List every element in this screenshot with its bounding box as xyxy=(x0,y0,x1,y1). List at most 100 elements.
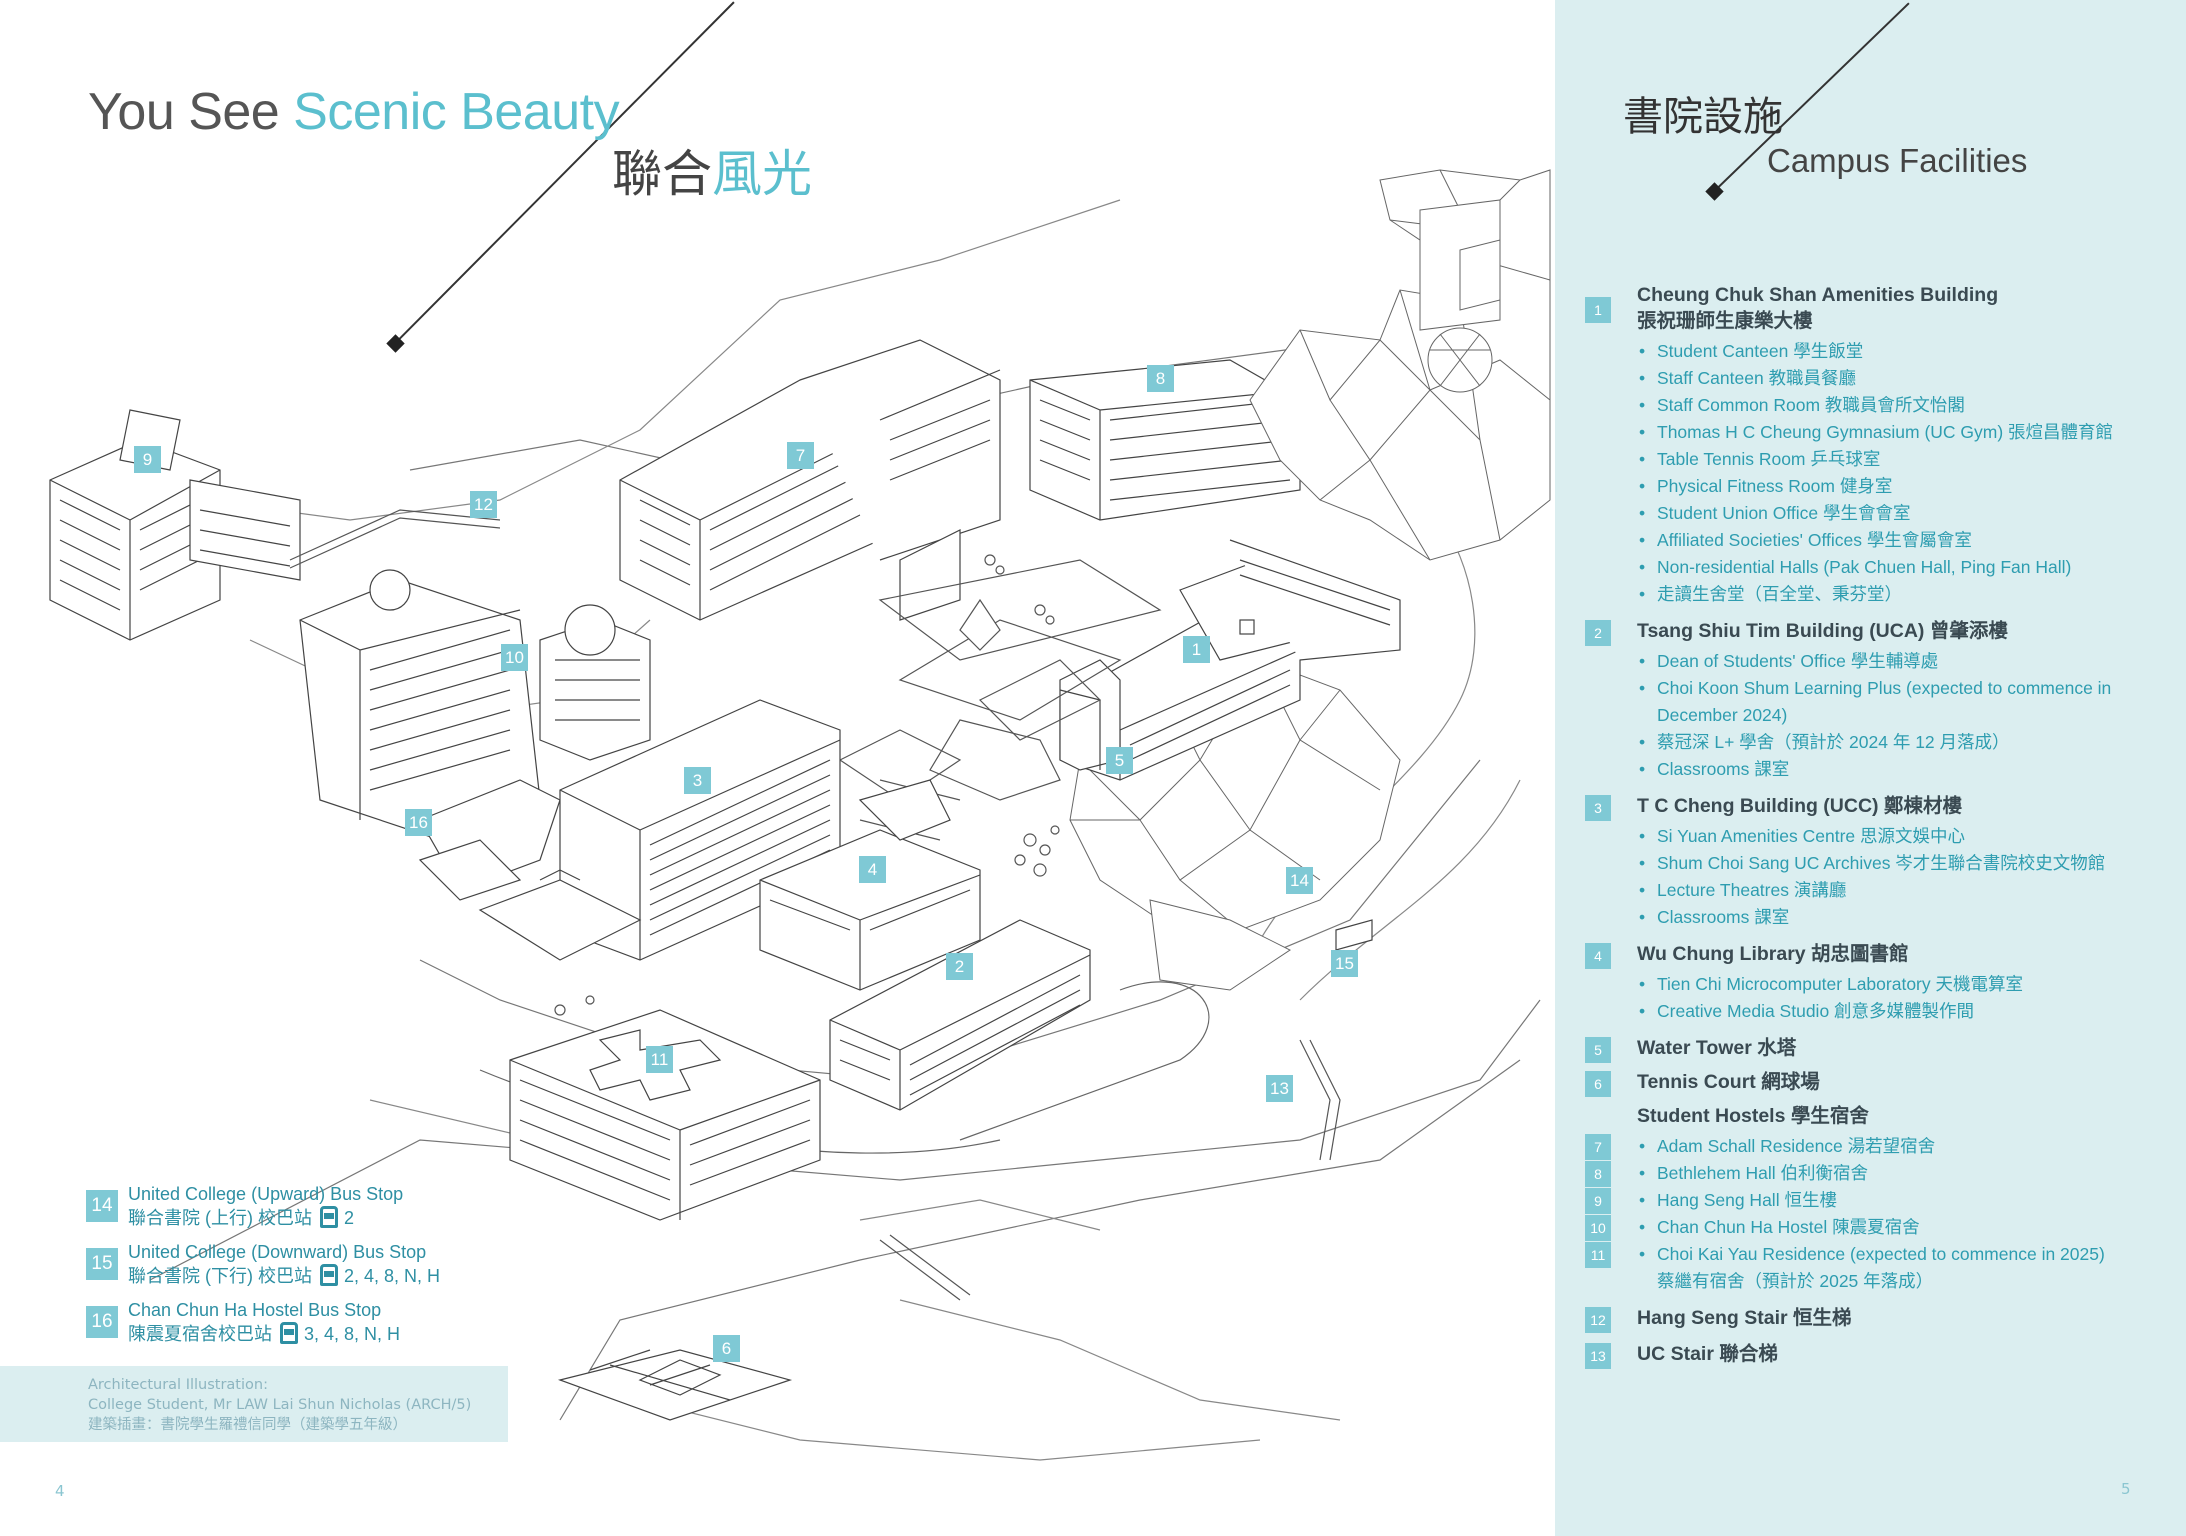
panel-title-zh: 書院設施 xyxy=(1623,94,1783,140)
bus-stop-badge: 14 xyxy=(86,1190,118,1222)
bus-stop-legend-15: 15 United College (Downward) Bus Stop 聯合… xyxy=(86,1240,440,1288)
title-en-prefix: You See xyxy=(88,83,294,141)
facility-item: Thomas H C Cheung Gymnasium (UC Gym) 張煊昌… xyxy=(1637,419,2175,446)
stair-title: UC Stair 聯合梯 xyxy=(1637,1343,1778,1365)
map-marker-9[interactable]: 9 xyxy=(134,446,161,473)
hostel-label: Chan Chun Ha Hostel 陳震夏宿舍 xyxy=(1657,1217,1920,1237)
facility-3: 3 T C Cheng Building (UCC) 鄭棟材樓 Si Yuan … xyxy=(1585,793,2175,931)
facility-item: Creative Media Studio 創意多媒體製作間 xyxy=(1637,998,2175,1025)
hostel-item-10: 10 Chan Chun Ha Hostel 陳震夏宿舍 xyxy=(1585,1214,2175,1241)
credit-line-3: 建築插畫：書院學生羅禮信同學（建築學五年級） xyxy=(88,1417,407,1433)
stair-title: Hang Seng Stair 恒生梯 xyxy=(1637,1307,1852,1329)
credit-line-2: College Student, Mr LAW Lai Shun Nichola… xyxy=(88,1397,472,1413)
map-marker-7[interactable]: 7 xyxy=(787,442,814,469)
hostel-badge: 10 xyxy=(1585,1215,1611,1241)
facility-item-continued: 走讀生舍堂（百全堂、秉芬堂） xyxy=(1637,581,2175,608)
facility-badge: 6 xyxy=(1585,1071,1611,1097)
hostel-badge: 9 xyxy=(1585,1188,1611,1214)
facility-6: 6 Tennis Court 網球場 xyxy=(1585,1069,2175,1097)
map-marker-4[interactable]: 4 xyxy=(859,856,886,883)
bus-stop-name-en: Chan Chun Ha Hostel Bus Stop xyxy=(128,1300,382,1320)
facility-item: Physical Fitness Room 健身室 xyxy=(1637,473,2175,500)
stair-badge: 12 xyxy=(1585,1307,1611,1333)
map-marker-14[interactable]: 14 xyxy=(1286,867,1313,894)
hostels-title: Student Hostels 學生宿舍 xyxy=(1637,1105,1869,1127)
bus-routes: 2, 4, 8, N, H xyxy=(344,1266,441,1286)
hostel-badge: 8 xyxy=(1585,1161,1611,1187)
bus-stop-name-zh: 聯合書院 (上行) 校巴站 xyxy=(128,1208,312,1228)
hostel-label: Bethlehem Hall 伯利衡宿舍 xyxy=(1657,1163,1869,1183)
map-marker-6[interactable]: 6 xyxy=(713,1335,740,1362)
map-marker-1[interactable]: 1 xyxy=(1183,636,1210,663)
facility-2: 2 Tsang Shiu Tim Building (UCA) 曾肇添樓 Dea… xyxy=(1585,618,2175,783)
title-en-accent: Scenic Beauty xyxy=(293,83,620,141)
title-zh-prefix: 聯合 xyxy=(612,145,712,203)
facility-items: Student Canteen 學生飯堂 Staff Canteen 教職員餐廳… xyxy=(1637,338,2175,608)
map-marker-12[interactable]: 12 xyxy=(470,491,497,518)
bus-routes: 3, 4, 8, N, H xyxy=(304,1324,401,1344)
stair-13: 13 UC Stair 聯合梯 xyxy=(1585,1341,2175,1369)
facility-item: Shum Choi Sang UC Archives 岑才生聯合書院校史文物館 xyxy=(1637,850,2175,877)
facility-item: Student Union Office 學生會會室 xyxy=(1637,500,2175,527)
hostel-item-8: 8 Bethlehem Hall 伯利衡宿舍 xyxy=(1585,1160,2175,1187)
facility-item: Student Canteen 學生飯堂 xyxy=(1637,338,2175,365)
facility-title-zh: 張祝珊師生康樂大樓 xyxy=(1637,310,1813,332)
facility-item: Non-residential Halls (Pak Chuen Hall, P… xyxy=(1637,554,2175,581)
map-marker-10[interactable]: 10 xyxy=(501,644,528,671)
facilities-list: 1 Cheung Chuk Shan Amenities Building 張祝… xyxy=(1585,282,2175,1369)
title-zh-accent: 風光 xyxy=(712,145,812,203)
campus-map-illustration xyxy=(49,169,1551,1461)
bus-icon xyxy=(280,1322,298,1344)
map-marker-2[interactable]: 2 xyxy=(946,953,973,980)
map-marker-11[interactable]: 11 xyxy=(646,1046,673,1073)
bus-stop-badge: 16 xyxy=(86,1306,118,1338)
facility-item: Tien Chi Microcomputer Laboratory 天機電算室 xyxy=(1637,971,2175,998)
bus-stop-legend-16: 16 Chan Chun Ha Hostel Bus Stop 陳震夏宿舍校巴站… xyxy=(86,1298,400,1346)
stair-badge: 13 xyxy=(1585,1343,1611,1369)
map-marker-5[interactable]: 5 xyxy=(1106,747,1133,774)
map-marker-8[interactable]: 8 xyxy=(1147,365,1174,392)
bus-stop-name-zh: 陳震夏宿舍校巴站 xyxy=(128,1324,272,1344)
facility-4: 4 Wu Chung Library 胡忠圖書館 Tien Chi Microc… xyxy=(1585,941,2175,1025)
bus-stop-legend-14: 14 United College (Upward) Bus Stop 聯合書院… xyxy=(86,1182,403,1230)
facility-badge: 5 xyxy=(1585,1037,1611,1063)
facility-item: Si Yuan Amenities Centre 思源文娛中心 xyxy=(1637,823,2175,850)
hostel-badge: 11 xyxy=(1585,1242,1611,1268)
hostel-label: Hang Seng Hall 恒生樓 xyxy=(1657,1190,1837,1210)
page-number-left: 4 xyxy=(55,1482,65,1500)
map-marker-3[interactable]: 3 xyxy=(684,767,711,794)
hostel-label: Choi Kai Yau Residence (expected to comm… xyxy=(1657,1244,2105,1264)
hostel-item-11: 11 Choi Kai Yau Residence (expected to co… xyxy=(1585,1241,2175,1268)
facility-item: Table Tennis Room 乒乓球室 xyxy=(1637,446,2175,473)
facility-title: Water Tower 水塔 xyxy=(1637,1037,1797,1059)
facility-title: Tennis Court 網球場 xyxy=(1637,1071,1820,1093)
map-marker-13[interactable]: 13 xyxy=(1266,1075,1293,1102)
facility-item: Staff Canteen 教職員餐廳 xyxy=(1637,365,2175,392)
facility-item: Classrooms 課室 xyxy=(1637,756,2175,783)
facility-item-continued: 蔡冠深 L+ 學舍（預計於 2024 年 12 月落成） xyxy=(1637,729,2175,756)
credit-line-1: Architectural Illustration: xyxy=(88,1377,268,1393)
facility-item: Staff Common Room 教職員會所文怡閣 xyxy=(1637,392,2175,419)
facility-item: Classrooms 課室 xyxy=(1637,904,2175,931)
facility-title: Tsang Shiu Tim Building (UCA) 曾肇添樓 xyxy=(1637,620,2008,642)
hostel-item-9: 9 Hang Seng Hall 恒生樓 xyxy=(1585,1187,2175,1214)
panel-title-en: Campus Facilities xyxy=(1767,142,2028,179)
map-marker-16[interactable]: 16 xyxy=(405,809,432,836)
right-page-facilities-panel: 書院設施 Campus Facilities 1 Cheung Chuk Sha… xyxy=(1555,0,2186,1536)
page-title-en: You See Scenic Beauty xyxy=(88,82,620,142)
facility-items: Si Yuan Amenities Centre 思源文娛中心 Shum Cho… xyxy=(1637,823,2175,931)
page-title-zh: 聯合風光 xyxy=(612,134,812,206)
bus-icon xyxy=(320,1206,338,1228)
bus-stop-name-zh: 聯合書院 (下行) 校巴站 xyxy=(128,1266,312,1286)
facility-1: 1 Cheung Chuk Shan Amenities Building 張祝… xyxy=(1585,282,2175,608)
hostel-note: 蔡繼有宿舍（預計於 2025 年落成） xyxy=(1657,1271,1934,1291)
facility-5: 5 Water Tower 水塔 xyxy=(1585,1035,2175,1063)
map-marker-15[interactable]: 15 xyxy=(1331,950,1358,977)
bus-stop-name-en: United College (Downward) Bus Stop xyxy=(128,1242,427,1262)
facility-badge: 1 xyxy=(1585,297,1611,323)
facility-item: Affiliated Societies' Offices 學生會屬會室 xyxy=(1637,527,2175,554)
hostel-badge: 7 xyxy=(1585,1134,1611,1160)
